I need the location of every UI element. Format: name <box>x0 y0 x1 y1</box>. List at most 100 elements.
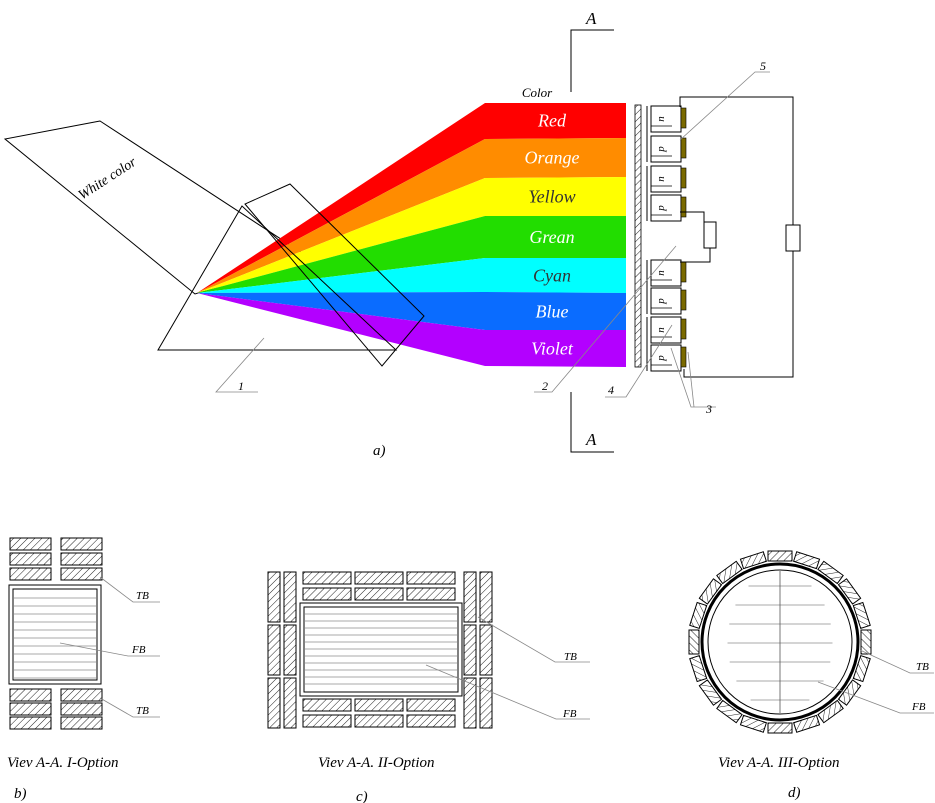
tb-block <box>60 688 103 702</box>
tb-block <box>852 601 871 630</box>
white-light-beam <box>3 120 312 295</box>
contact-strip <box>680 196 687 218</box>
caption-d: d) <box>788 785 801 801</box>
tb-block <box>60 702 103 716</box>
tb-block <box>60 716 103 730</box>
cell-label-p: p <box>655 205 667 212</box>
section-mark-bottom: A <box>585 430 597 449</box>
tb-block <box>698 679 723 706</box>
tb-ring <box>688 550 872 734</box>
tb-block <box>767 722 793 734</box>
caption-a: a) <box>373 443 386 459</box>
contact-strip <box>680 167 687 189</box>
tb-block <box>689 654 708 683</box>
contact-strip <box>680 346 687 368</box>
tb-block <box>479 624 493 676</box>
tb-block <box>354 714 404 728</box>
tb-block <box>302 571 352 585</box>
tb-block <box>267 571 281 623</box>
cell-label-p: p <box>655 146 667 153</box>
tb-block <box>354 587 404 601</box>
tb-block <box>283 624 297 676</box>
view-label-d: Viev A-A. III-Option <box>718 755 839 771</box>
figure-b: TB FB TB Viev A-A. I-Option b) <box>7 537 160 802</box>
tb-block <box>767 550 793 562</box>
contact-strip <box>680 318 687 340</box>
fb-inner-circle <box>707 569 853 715</box>
cell-p <box>650 135 682 163</box>
tb-block <box>817 560 844 585</box>
contact-strip <box>680 107 687 129</box>
tb-block <box>479 677 493 729</box>
tb-block <box>267 677 281 729</box>
cell-n <box>650 316 682 344</box>
contact-strip <box>680 137 687 159</box>
prism-1 <box>157 205 398 351</box>
fb-lines <box>305 613 457 685</box>
section-mark-top: A <box>585 9 597 28</box>
fb-inner <box>303 606 459 693</box>
tb-block <box>302 714 352 728</box>
tb-block <box>792 714 821 733</box>
tb-top-label-b: TB <box>136 590 149 602</box>
cell-label-n: n <box>655 116 667 122</box>
tb-block <box>716 699 743 724</box>
tb-block <box>852 654 871 683</box>
fb-outer-circle <box>700 562 860 722</box>
prism-2 <box>244 183 425 367</box>
tb-label-d: TB <box>916 661 929 673</box>
color-header: Color <box>522 85 553 100</box>
tb-block <box>9 702 52 716</box>
callout-leaders-c <box>425 616 590 720</box>
tb-block <box>716 560 743 585</box>
figure-a: White color RedOrangeYellowGreanCyanBlue… <box>3 9 801 459</box>
cell-label-p: p <box>655 298 667 305</box>
cell-n <box>650 165 682 193</box>
band-label-cyan: Cyan <box>533 266 571 286</box>
fb-lines <box>727 571 833 713</box>
band-cyan <box>197 258 626 293</box>
tb-blocks <box>9 537 103 730</box>
callout-3: 3 <box>705 402 712 416</box>
caption-c: c) <box>356 789 368 803</box>
tb-label-c: TB <box>564 651 577 663</box>
tb-block <box>739 551 768 570</box>
tb-block <box>302 587 352 601</box>
tb-block <box>406 714 456 728</box>
fb-label-b: FB <box>131 644 146 656</box>
fb-lines <box>14 597 96 679</box>
tb-block <box>463 677 477 729</box>
tb-block <box>463 624 477 676</box>
fb-outer <box>8 584 102 685</box>
band-label-red: Red <box>537 111 567 131</box>
caption-b: b) <box>14 786 27 802</box>
tb-blocks <box>267 571 493 729</box>
callout-leaders-d <box>817 649 934 714</box>
cell-label-p: p <box>655 355 667 362</box>
cell-p <box>650 287 682 315</box>
tb-bottom-label-b: TB <box>136 705 149 717</box>
tb-block <box>792 551 821 570</box>
callout-leaders <box>215 71 770 408</box>
tb-block <box>817 699 844 724</box>
white-light-label: White color <box>76 155 140 204</box>
tb-block <box>9 537 52 551</box>
tb-block <box>354 571 404 585</box>
tb-block <box>283 677 297 729</box>
tb-block <box>60 537 103 551</box>
absorber-strip <box>634 104 642 368</box>
tb-block <box>837 679 862 706</box>
view-label-c: Viev A-A. II-Option <box>318 755 434 771</box>
tb-block <box>860 629 872 655</box>
tb-block <box>406 587 456 601</box>
tb-block <box>463 571 477 623</box>
tb-block <box>698 578 723 605</box>
tb-block <box>406 571 456 585</box>
fb-outer <box>299 602 463 697</box>
contact-strip <box>680 261 687 283</box>
tb-block <box>60 552 103 566</box>
band-label-violet: Violet <box>531 339 574 359</box>
cell-label-n: n <box>655 176 667 182</box>
tb-block <box>9 688 52 702</box>
